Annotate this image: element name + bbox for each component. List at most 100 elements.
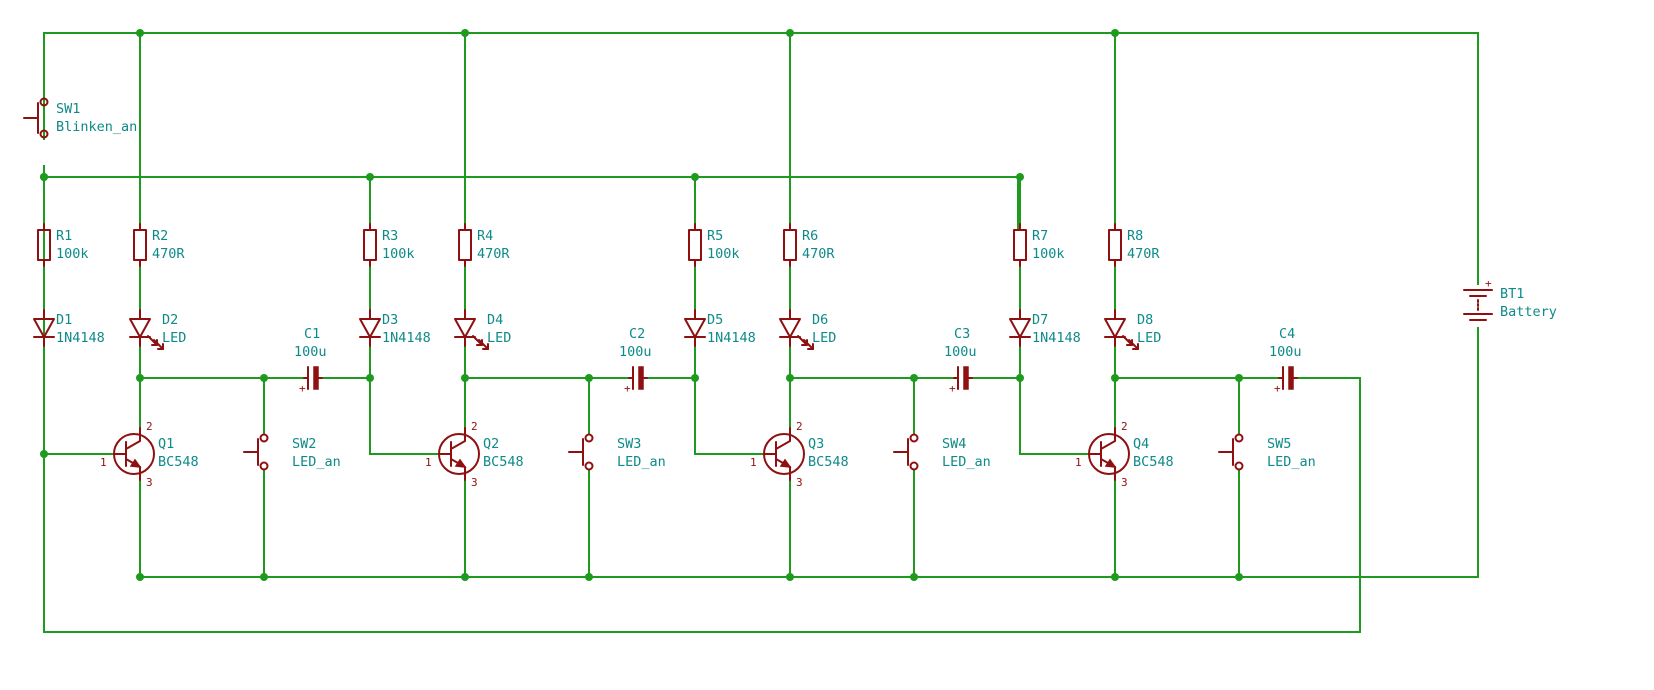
pushbutton-symbol <box>893 433 919 471</box>
pin-collector-label: 2 <box>796 420 803 433</box>
junction <box>786 29 794 37</box>
npn-transistor-symbol <box>1088 427 1130 481</box>
resistor-symbol <box>133 223 147 267</box>
pin-collector-label: 2 <box>471 420 478 433</box>
switch-value: LED_an <box>942 454 991 470</box>
junction <box>910 374 918 382</box>
r-led-ref: R2 <box>152 228 168 244</box>
switch-value: LED_an <box>1267 454 1316 470</box>
light-arrows-icon <box>472 335 489 350</box>
transistor-ref: Q2 <box>483 436 499 452</box>
wire <box>1019 346 1095 455</box>
cap-ref: C4 <box>1279 326 1295 342</box>
bottom-rail <box>140 327 1479 578</box>
wire <box>43 346 120 455</box>
pushbutton-symbol <box>23 97 49 139</box>
transistor-ref: Q4 <box>1133 436 1149 452</box>
cap-ref: C3 <box>954 326 970 342</box>
cap-polarity-mark: + <box>949 382 956 395</box>
r-led-ref: R4 <box>477 228 493 244</box>
labels: SW1Blinken_an+BT1BatteryR1100kD11N4148R2… <box>56 101 1557 489</box>
transistor-value: BC548 <box>1133 454 1174 470</box>
cap-ref: C2 <box>629 326 645 342</box>
junction <box>461 374 469 382</box>
d-base-ref: D1 <box>56 312 72 328</box>
cap-ref: C1 <box>304 326 320 342</box>
pin-base-label: 1 <box>425 456 432 469</box>
d-led-ref: D4 <box>487 312 503 328</box>
light-arrows-icon <box>147 335 164 350</box>
junction <box>461 29 469 37</box>
switch-ref: SW5 <box>1267 436 1291 452</box>
pin-emitter-label: 3 <box>146 476 153 489</box>
cap-value: 100u <box>1269 344 1302 360</box>
pushbutton-symbol <box>568 433 594 471</box>
junction <box>136 573 144 581</box>
r-base-ref: R1 <box>56 228 72 244</box>
junction <box>1016 173 1024 181</box>
junction <box>366 173 374 181</box>
r-led-value: 470R <box>152 246 185 262</box>
cap-value: 100u <box>294 344 327 360</box>
transistor-value: BC548 <box>483 454 524 470</box>
r-base-value: 100k <box>707 246 740 262</box>
capacitor-symbol <box>303 366 323 390</box>
npn-transistor-symbol <box>763 427 805 481</box>
led-symbol <box>454 309 476 347</box>
junction <box>1111 573 1119 581</box>
diode-symbol <box>1009 309 1031 347</box>
r-led-ref: R8 <box>1127 228 1143 244</box>
pushbutton-symbol <box>243 433 269 471</box>
junction <box>136 374 144 382</box>
pin-emitter-label: 3 <box>796 476 803 489</box>
transistor-ref: Q1 <box>158 436 174 452</box>
switch-ref: SW4 <box>942 436 966 452</box>
capacitor-symbol <box>1278 366 1298 390</box>
resistor-symbol <box>783 223 797 267</box>
top-rail <box>43 32 1479 285</box>
resistor-symbol <box>458 223 472 267</box>
d-base-value: 1N4148 <box>382 330 431 346</box>
d-led-ref: D8 <box>1137 312 1153 328</box>
d-base-value: 1N4148 <box>1032 330 1081 346</box>
junction <box>910 573 918 581</box>
d-led-value: LED <box>162 330 186 346</box>
r-base-value: 100k <box>56 246 89 262</box>
d-led-value: LED <box>812 330 836 346</box>
r-base-value: 100k <box>382 246 415 262</box>
junction <box>1235 374 1243 382</box>
sw1-ref: SW1 <box>56 101 80 117</box>
cap-polarity-mark: + <box>299 382 306 395</box>
d-base-value: 1N4148 <box>56 330 105 346</box>
npn-transistor-symbol <box>438 427 480 481</box>
junctions <box>40 29 1243 581</box>
transistor-ref: Q3 <box>808 436 824 452</box>
switched-rail <box>43 165 1019 230</box>
d-led-ref: D2 <box>162 312 178 328</box>
cap-polarity-mark: + <box>624 382 631 395</box>
r-led-value: 470R <box>1127 246 1160 262</box>
pushbutton-symbol <box>1218 433 1244 471</box>
wire <box>694 346 770 455</box>
switch-value: LED_an <box>292 454 341 470</box>
bt1-value: Battery <box>1500 304 1557 320</box>
junction <box>40 173 48 181</box>
npn-transistor-symbol <box>113 427 155 481</box>
battery-symbol <box>1463 289 1493 321</box>
feedback-wire <box>43 177 1361 633</box>
cap-polarity-mark: + <box>1274 382 1281 395</box>
wire <box>369 346 445 455</box>
switch-value: LED_an <box>617 454 666 470</box>
junction <box>691 173 699 181</box>
resistor-symbol <box>688 223 702 267</box>
transistor-value: BC548 <box>158 454 199 470</box>
d-base-value: 1N4148 <box>707 330 756 346</box>
resistor-symbol <box>363 223 377 267</box>
pin-emitter-label: 3 <box>1121 476 1128 489</box>
junction <box>260 573 268 581</box>
r-base-ref: R3 <box>382 228 398 244</box>
r-base-value: 100k <box>1032 246 1065 262</box>
d-led-value: LED <box>487 330 511 346</box>
pin-collector-label: 2 <box>1121 420 1128 433</box>
led-symbol <box>129 309 151 347</box>
